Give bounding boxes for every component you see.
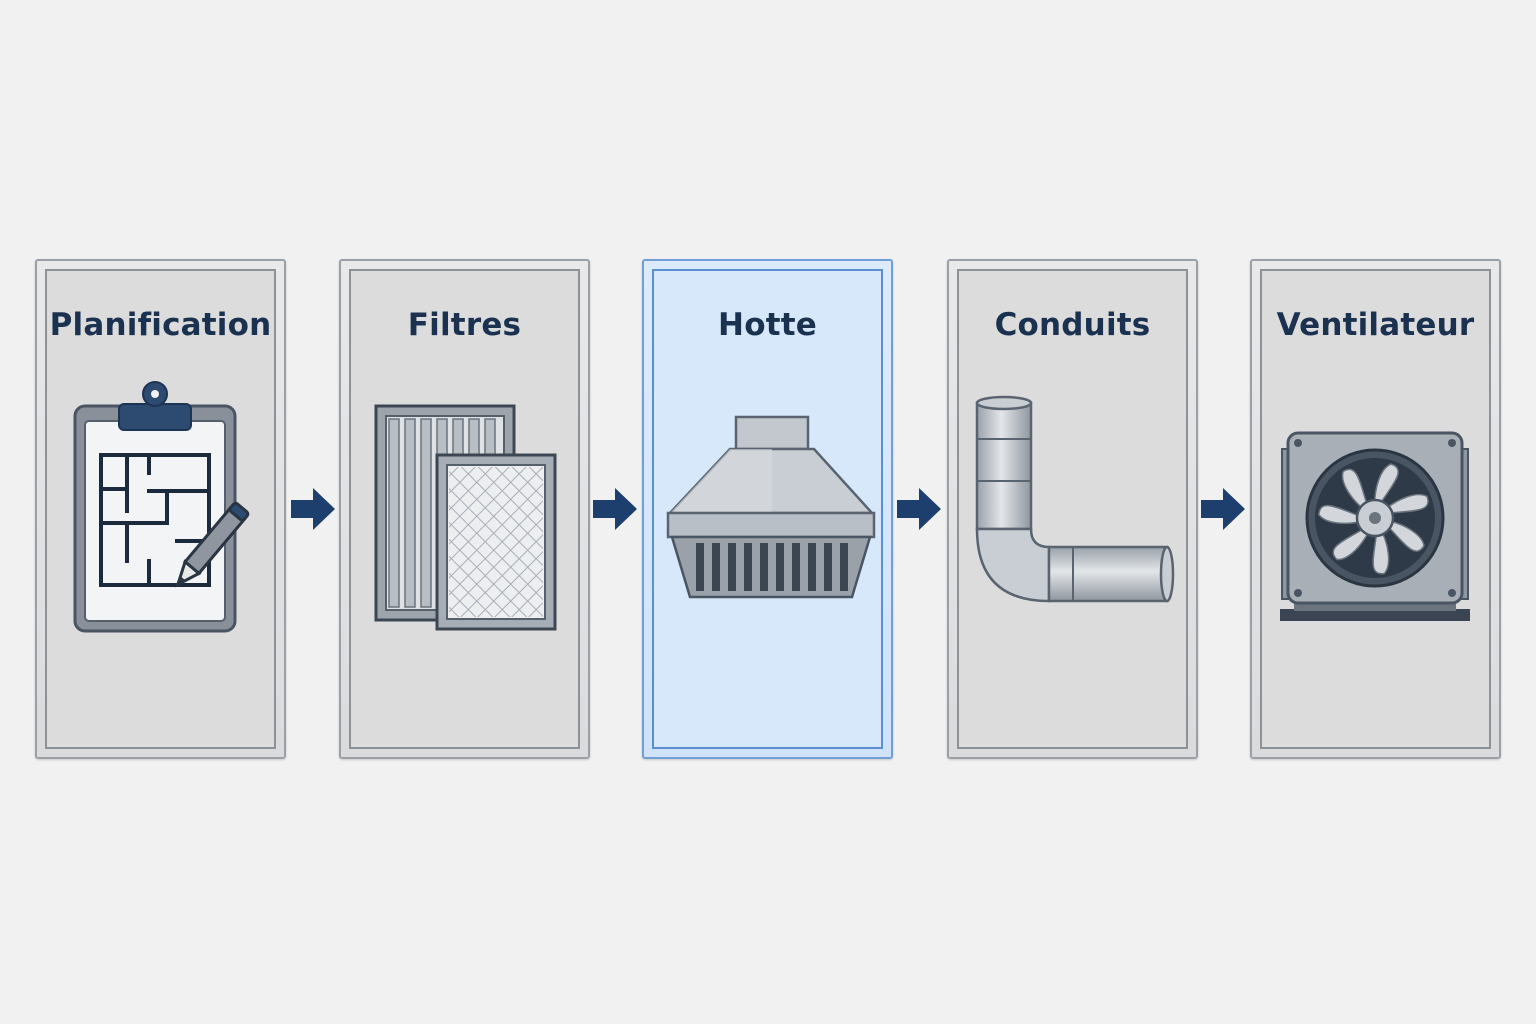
step-label: Ventilateur — [1276, 307, 1475, 343]
arrow-right-icon — [593, 488, 637, 530]
exhaust-fan-icon — [1280, 431, 1470, 621]
step-label: Conduits — [994, 307, 1151, 343]
step-panel-conduits: Conduits — [947, 259, 1198, 759]
range-hood-icon — [666, 415, 876, 599]
filter-panels-icon — [374, 404, 557, 631]
duct-elbow-icon — [975, 395, 1175, 603]
clipboard-blueprint-icon — [73, 381, 250, 633]
step-panel-planification: Planification — [35, 259, 286, 759]
arrow-right-icon — [291, 488, 335, 530]
step-label: Filtres — [407, 307, 522, 343]
step-panel-filtres: Filtres — [339, 259, 590, 759]
step-panel-hotte: Hotte — [642, 259, 893, 759]
arrow-right-icon — [1201, 488, 1245, 530]
step-label: Hotte — [718, 307, 817, 343]
step-label: Planification — [49, 307, 272, 343]
step-panel-ventilateur: Ventilateur — [1250, 259, 1501, 759]
arrow-right-icon — [897, 488, 941, 530]
